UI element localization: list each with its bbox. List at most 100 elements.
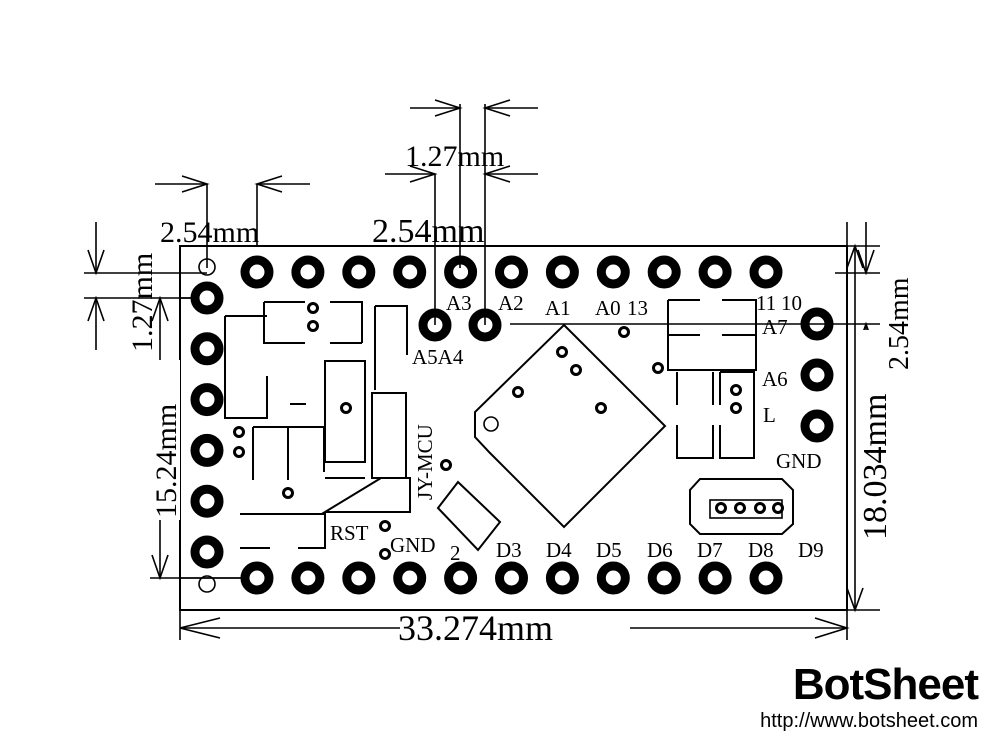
dim-right-height: 18.034mm [846, 222, 894, 640]
label-d3: D3 [496, 538, 522, 562]
left-pin [190, 433, 224, 467]
via [379, 548, 391, 560]
label-d9: D9 [798, 538, 824, 562]
top-pin [342, 255, 376, 289]
via [307, 320, 319, 332]
vias [233, 302, 784, 560]
via [282, 487, 294, 499]
dim-label-left-span: 15.24mm [150, 404, 183, 518]
via [440, 459, 452, 471]
label-d7: D7 [697, 538, 723, 562]
via [754, 502, 766, 514]
label-a7: A7 [762, 315, 788, 339]
via [233, 426, 245, 438]
top-pin [596, 255, 630, 289]
top-pin-row [240, 255, 783, 289]
label-d6: D6 [647, 538, 673, 562]
silkscreen-jy-mcu: JY-MCU [413, 424, 437, 500]
via [556, 346, 568, 358]
label-led: L [763, 403, 776, 427]
corner-hole-bottom [198, 575, 216, 593]
dim-label-board-height: 18.034mm [857, 394, 894, 540]
dim-left-offset: 1.27mm [84, 222, 207, 352]
via [730, 402, 742, 414]
dim-left-span: 15.24mm [140, 295, 245, 581]
label-a0: A0 [595, 296, 621, 320]
bottom-pin [240, 561, 274, 595]
top-pin [647, 255, 681, 289]
bottom-pin [596, 561, 630, 595]
label-gnd-right: GND [776, 449, 822, 473]
label-d8: D8 [748, 538, 774, 562]
top-pin [444, 255, 478, 289]
label-d11: 11 [756, 291, 776, 315]
mcu-chip-outline [474, 323, 667, 529]
via [595, 402, 607, 414]
top-pin [495, 255, 528, 289]
bottom-pin [749, 561, 783, 595]
dim-label-board-width: 33.274mm [398, 608, 553, 648]
brand-url[interactable]: http://www.botsheet.com [760, 710, 978, 732]
label-d5: D5 [596, 538, 622, 562]
bottom-pin [393, 561, 427, 595]
via [233, 446, 245, 458]
via [618, 326, 630, 338]
right-pin [800, 358, 834, 392]
top-pin [393, 255, 427, 289]
bottom-pin [545, 561, 579, 595]
via [307, 302, 319, 314]
via [340, 402, 352, 414]
label-rst: RST [330, 521, 369, 545]
left-pin-column [190, 281, 224, 569]
label-a5a4: A5A4 [412, 345, 464, 369]
right-pin-column [800, 307, 834, 443]
via [730, 384, 742, 396]
bottom-pin [342, 561, 376, 595]
bottom-pin [291, 561, 325, 595]
top-pin [291, 255, 325, 289]
crystal-outline [436, 480, 502, 552]
label-d13: 13 [627, 296, 648, 320]
via [715, 502, 727, 514]
via [734, 502, 746, 514]
brand-block: BotSheet http://www.botsheet.com [760, 660, 979, 732]
dim-label-right-pitch: 2.54mm [884, 277, 915, 370]
left-pin [190, 484, 224, 518]
mcu-pin1-marker [483, 416, 499, 432]
via [570, 364, 582, 376]
via [512, 386, 524, 398]
label-d4: D4 [546, 538, 572, 562]
dim-top-mid: 1.27mm 2.54mm [372, 99, 538, 325]
pin-a4 [468, 308, 502, 342]
label-a3: A3 [446, 291, 472, 315]
via [772, 502, 784, 514]
left-pin [190, 383, 224, 417]
label-a1: A1 [545, 296, 571, 320]
bottom-pin [698, 561, 732, 595]
bottom-pin [444, 561, 478, 595]
dim-label-top-offset: 1.27mm [405, 140, 504, 173]
dim-label-top-left: 2.54mm [160, 216, 259, 249]
corner-hole-top [198, 258, 216, 276]
left-pin [190, 281, 224, 315]
bottom-pin-row [240, 561, 783, 595]
header-connector-outline [689, 478, 794, 535]
label-gnd-bottom: GND [390, 533, 436, 557]
right-pin [800, 409, 834, 443]
label-d10: 10 [781, 291, 802, 315]
left-pin [190, 535, 224, 569]
components [224, 299, 794, 552]
bottom-pin [647, 561, 681, 595]
top-pin [240, 255, 274, 289]
dim-bottom-width: 33.274mm [179, 600, 850, 648]
left-pin [190, 332, 224, 366]
via [379, 520, 391, 532]
top-pin [749, 255, 783, 289]
pin-a5 [418, 308, 452, 342]
dim-top-left-pitch: 2.54mm [155, 175, 310, 268]
label-d2: 2 [450, 541, 461, 565]
brand-logo: BotSheet [792, 660, 979, 709]
top-pin [698, 255, 732, 289]
label-a6: A6 [762, 367, 788, 391]
